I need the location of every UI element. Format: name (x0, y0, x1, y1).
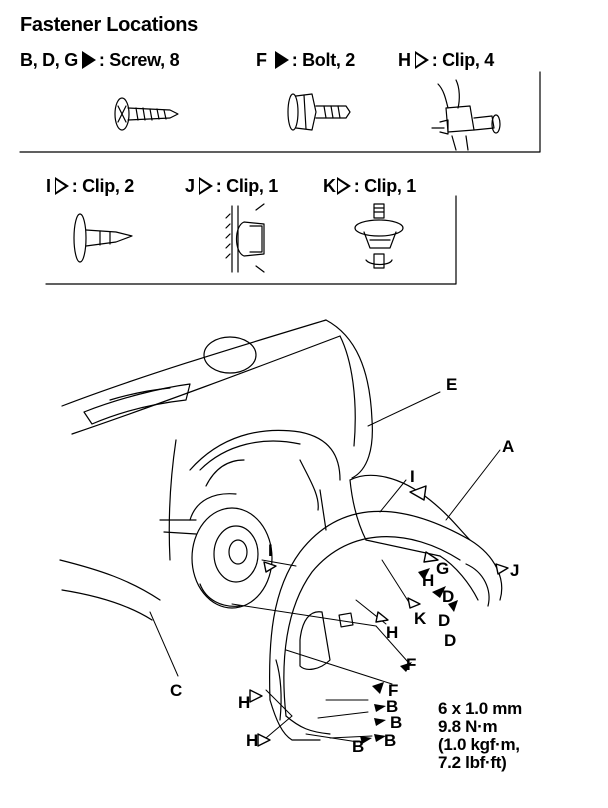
legend-codes: I (46, 176, 51, 196)
callout-j: J (510, 561, 520, 580)
callout-h-2: H (386, 623, 399, 642)
legend-desc: : Screw, 8 (98, 50, 180, 70)
callout-f-2: F (388, 681, 399, 700)
legend-screw: B, D, G : Screw, 8 (20, 50, 180, 71)
torque-nm: 9.8 N·m (438, 717, 498, 736)
legend-clip-j: J : Clip, 1 (185, 176, 278, 197)
legend-codes: K (323, 176, 336, 196)
screw-icon (114, 97, 179, 131)
clip-h-icon (431, 79, 501, 151)
callout-c: C (170, 681, 183, 700)
legend-desc: : Clip, 4 (431, 50, 495, 70)
torque-lbfft: 7.2 lbf·ft) (438, 753, 507, 772)
solid-triangle-icon (81, 51, 96, 69)
clip-j-icon (225, 203, 265, 273)
torque-size: 6 x 1.0 mm (438, 699, 522, 718)
callout-h-1: H (422, 571, 435, 590)
clip-k-icon (354, 203, 404, 269)
callout-d-1: D (442, 587, 455, 606)
hollow-triangle-icon (336, 177, 351, 195)
solid-triangle-icon (274, 51, 289, 69)
bolt-icon (287, 93, 351, 131)
hollow-triangle-icon (54, 177, 69, 195)
legend-clip-h: H : Clip, 4 (398, 50, 494, 71)
callout-b-2: B (390, 713, 403, 732)
callout-h-3: H (238, 693, 251, 712)
legend-codes: H (398, 50, 411, 70)
clip-markers (249, 485, 509, 747)
callout-b-3: B (384, 731, 397, 750)
page-title: Fastener Locations (20, 14, 198, 36)
legend-codes: B, D, G (20, 50, 78, 70)
callout-k: K (414, 609, 427, 628)
callout-i-1: I (410, 467, 415, 486)
legend-clip-i: I : Clip, 2 (46, 176, 134, 197)
legend-clip-k: K : Clip, 1 (323, 176, 416, 197)
callout-f-1: F (406, 655, 417, 674)
legend-desc: : Bolt, 2 (291, 50, 356, 70)
legend-desc: : Clip, 1 (215, 176, 279, 196)
callout-e: E (446, 375, 458, 394)
legend-box-2 (45, 195, 457, 285)
hollow-triangle-icon (414, 51, 429, 69)
torque-spec: 6 x 1.0 mm 9.8 N·m (1.0 kgf·m, 7.2 lbf·f… (438, 700, 522, 772)
legend-box-1 (19, 71, 541, 153)
hollow-triangle-icon (198, 177, 213, 195)
legend-desc: : Clip, 2 (71, 176, 135, 196)
callout-i-2: I (268, 541, 273, 560)
torque-kgfm: (1.0 kgf·m, (438, 735, 520, 754)
callout-b-4: B (352, 737, 365, 756)
legend-codes: F (256, 50, 267, 70)
clip-i-icon (73, 213, 133, 263)
legend-bolt: F : Bolt, 2 (256, 50, 355, 71)
vehicle-body (59, 319, 373, 621)
callout-h-4: H (246, 731, 259, 750)
legend-desc: : Clip, 1 (353, 176, 417, 196)
screw-markers (360, 568, 458, 744)
callout-b-1: B (386, 697, 399, 716)
callout-a: A (502, 437, 515, 456)
callout-d-2: D (438, 611, 451, 630)
callout-g: G (436, 559, 450, 578)
legend-codes: J (185, 176, 195, 196)
fender-liner (268, 474, 503, 741)
callout-d-3: D (444, 631, 457, 650)
